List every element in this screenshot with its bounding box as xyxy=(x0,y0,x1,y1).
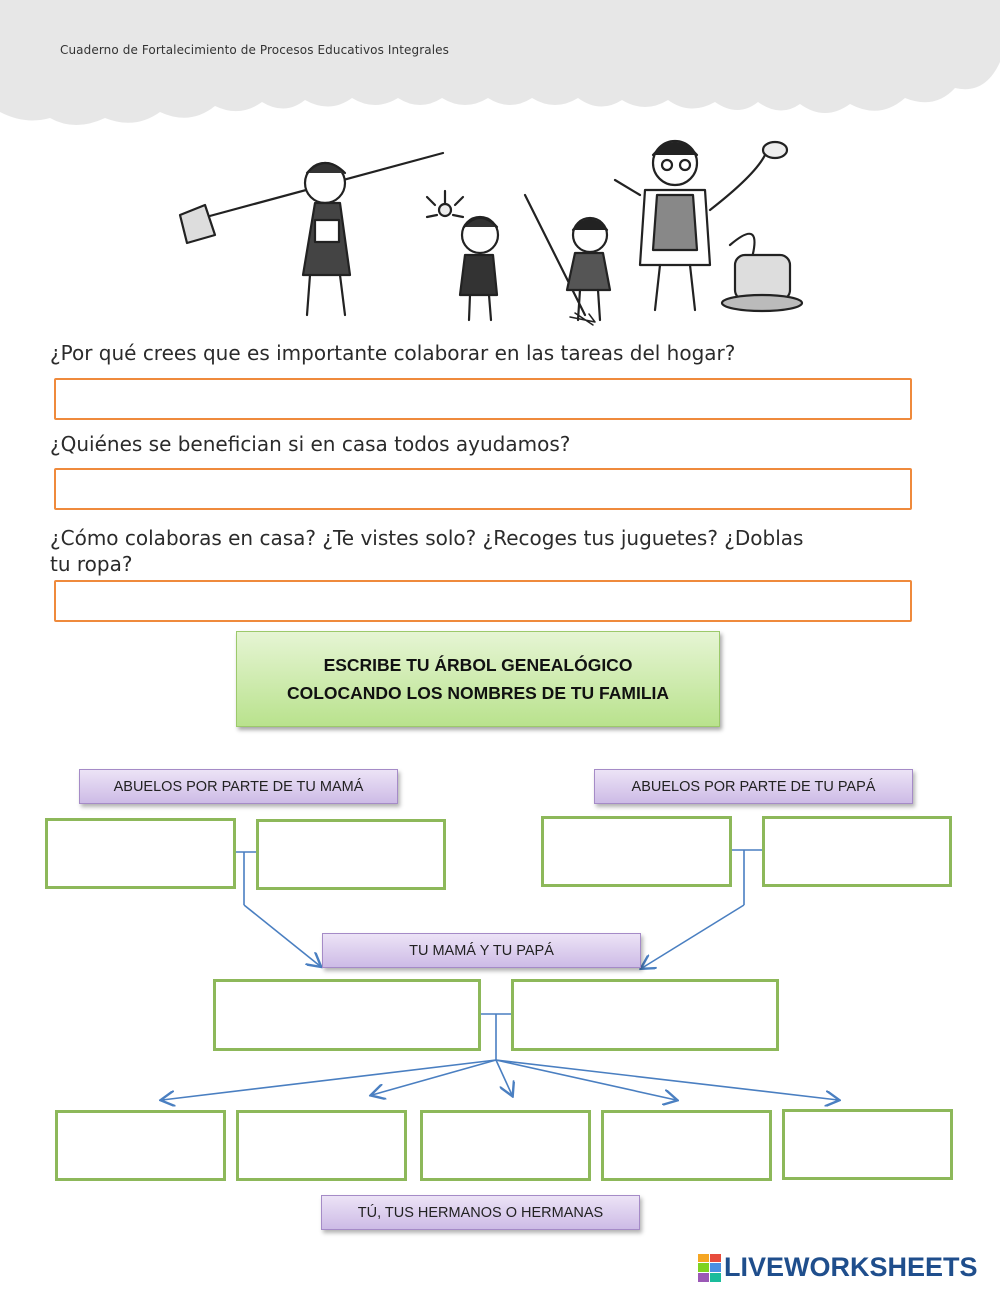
answer-field-3[interactable] xyxy=(54,580,912,622)
sibling-field[interactable] xyxy=(236,1110,407,1181)
workbook-subtitle: Cuaderno de Fortalecimiento de Procesos … xyxy=(60,43,449,57)
question-3-line1: ¿Cómo colaboras en casa? ¿Te vistes solo… xyxy=(50,526,804,550)
family-tree-title-line2: COLOCANDO LOS NOMBRES DE TU FAMILIA xyxy=(286,683,670,703)
maternal-grandparent-2-field[interactable] xyxy=(256,819,446,890)
family-tree-title: ESCRIBE TU ÁRBOL GENEALÓGICO COLOCANDO L… xyxy=(236,631,720,727)
answer-field-1[interactable] xyxy=(54,378,912,420)
father-field[interactable] xyxy=(511,979,779,1051)
answer-field-2[interactable] xyxy=(54,468,912,510)
family-chores-illustration xyxy=(178,139,804,326)
liveworksheets-logo: LIVEWORKSHEETS xyxy=(698,1252,978,1283)
question-2: ¿Quiénes se benefician si en casa todos … xyxy=(50,432,571,456)
maternal-grandparents-label: ABUELOS POR PARTE DE TU MAMÁ xyxy=(79,769,398,804)
sibling-field[interactable] xyxy=(601,1110,772,1181)
question-3-line2: tu ropa? xyxy=(50,552,133,576)
sibling-field[interactable] xyxy=(420,1110,591,1181)
siblings-label: TÚ, TUS HERMANOS O HERMANAS xyxy=(321,1195,640,1230)
liveworksheets-logo-text: LIVEWORKSHEETS xyxy=(724,1252,978,1282)
paternal-grandparent-2-field[interactable] xyxy=(762,816,952,887)
maternal-grandparent-1-field[interactable] xyxy=(45,818,236,889)
paternal-grandparent-1-field[interactable] xyxy=(541,816,732,887)
paternal-grandparents-label: ABUELOS POR PARTE DE TU PAPÁ xyxy=(594,769,913,804)
family-tree-title-line1: ESCRIBE TU ÁRBOL GENEALÓGICO xyxy=(323,655,633,675)
cloud-header-decoration xyxy=(0,0,1000,125)
liveworksheets-logo-icon xyxy=(698,1253,721,1282)
mother-field[interactable] xyxy=(213,979,481,1051)
question-1: ¿Por qué crees que es importante colabor… xyxy=(50,341,736,365)
sibling-field[interactable] xyxy=(55,1110,226,1181)
sibling-field[interactable] xyxy=(782,1109,953,1180)
parents-label: TU MAMÁ Y TU PAPÁ xyxy=(322,933,641,968)
